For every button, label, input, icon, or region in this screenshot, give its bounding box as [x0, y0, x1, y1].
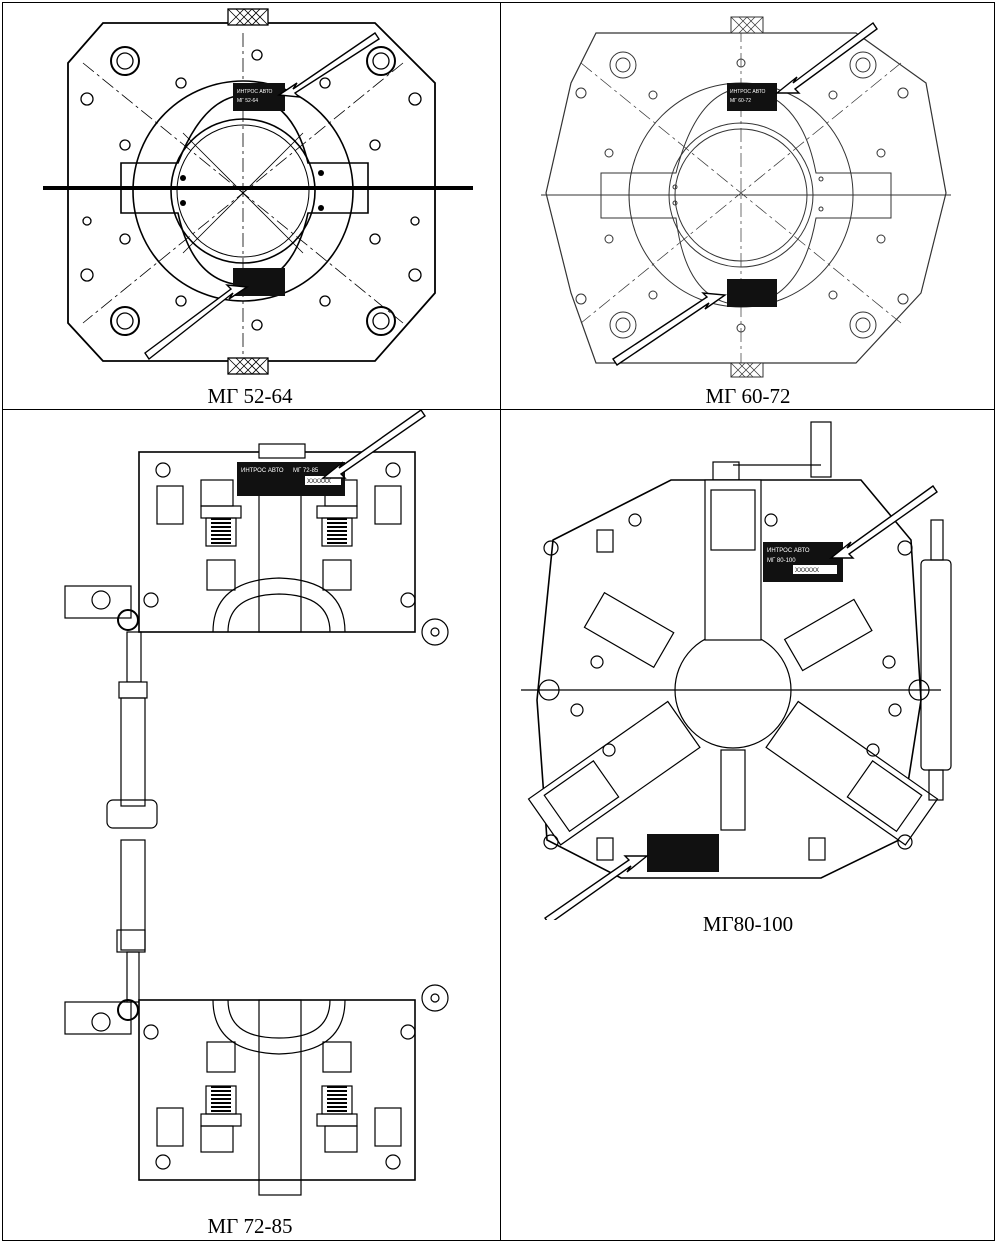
figure-caption: МГ80-100	[702, 912, 794, 936]
nameplate-text: ИНТРОС АВТО	[241, 468, 284, 474]
table-divider-vertical	[500, 2, 501, 1241]
nameplate-bottom	[647, 834, 719, 872]
drawing-mg-72-85: ИНТРОС АВТО МГ 72-85 XXXXXX	[64, 410, 449, 1196]
table-divider-horizontal	[2, 409, 995, 410]
table-border-top	[2, 2, 995, 3]
nameplate-text: ИНТРОС АВТО	[767, 548, 810, 554]
nameplate-bottom	[727, 279, 777, 307]
nameplate-text: МГ 80-100	[767, 558, 796, 564]
table-border-bottom	[2, 1240, 995, 1241]
figure-caption: МГ 52-64	[207, 384, 293, 408]
drawing-mg-52-64: ИНТРОС АВТО МГ 52-64	[43, 8, 473, 375]
table-border-right	[994, 2, 995, 1241]
nameplate-text: МГ 72-85	[293, 468, 319, 474]
arrow-pointer	[829, 485, 938, 559]
arrow-pointer	[612, 292, 727, 366]
drawing-mg-80-100: ИНТРОС АВТО МГ 80-100 XXXXXX	[521, 421, 952, 920]
drawing-mg-60-72: ИНТРОС АВТО МГ 60-72	[541, 16, 951, 378]
figure-caption: МГ 72-85	[207, 1214, 293, 1238]
figure-caption: МГ 60-72	[705, 384, 791, 408]
nameplate-text: ИНТРОС АВТО	[237, 89, 273, 95]
nameplate-serial: XXXXXX	[307, 479, 331, 485]
nameplate-top	[763, 542, 843, 582]
nameplate-top	[233, 83, 285, 111]
arrow-pointer	[544, 855, 649, 920]
nameplate-text: МГ 60-72	[730, 98, 751, 104]
nameplate-text: ИНТРОС АВТО	[730, 89, 766, 95]
arrow-pointer	[321, 410, 426, 479]
arrow-pointer	[775, 21, 878, 94]
nameplate-text: МГ 52-64	[237, 98, 258, 104]
arrow-pointer	[276, 32, 380, 98]
nameplate-top	[727, 83, 777, 111]
arrow-pointer	[144, 284, 250, 361]
table-border-left	[2, 2, 3, 1241]
nameplate-serial: XXXXXX	[795, 568, 819, 574]
